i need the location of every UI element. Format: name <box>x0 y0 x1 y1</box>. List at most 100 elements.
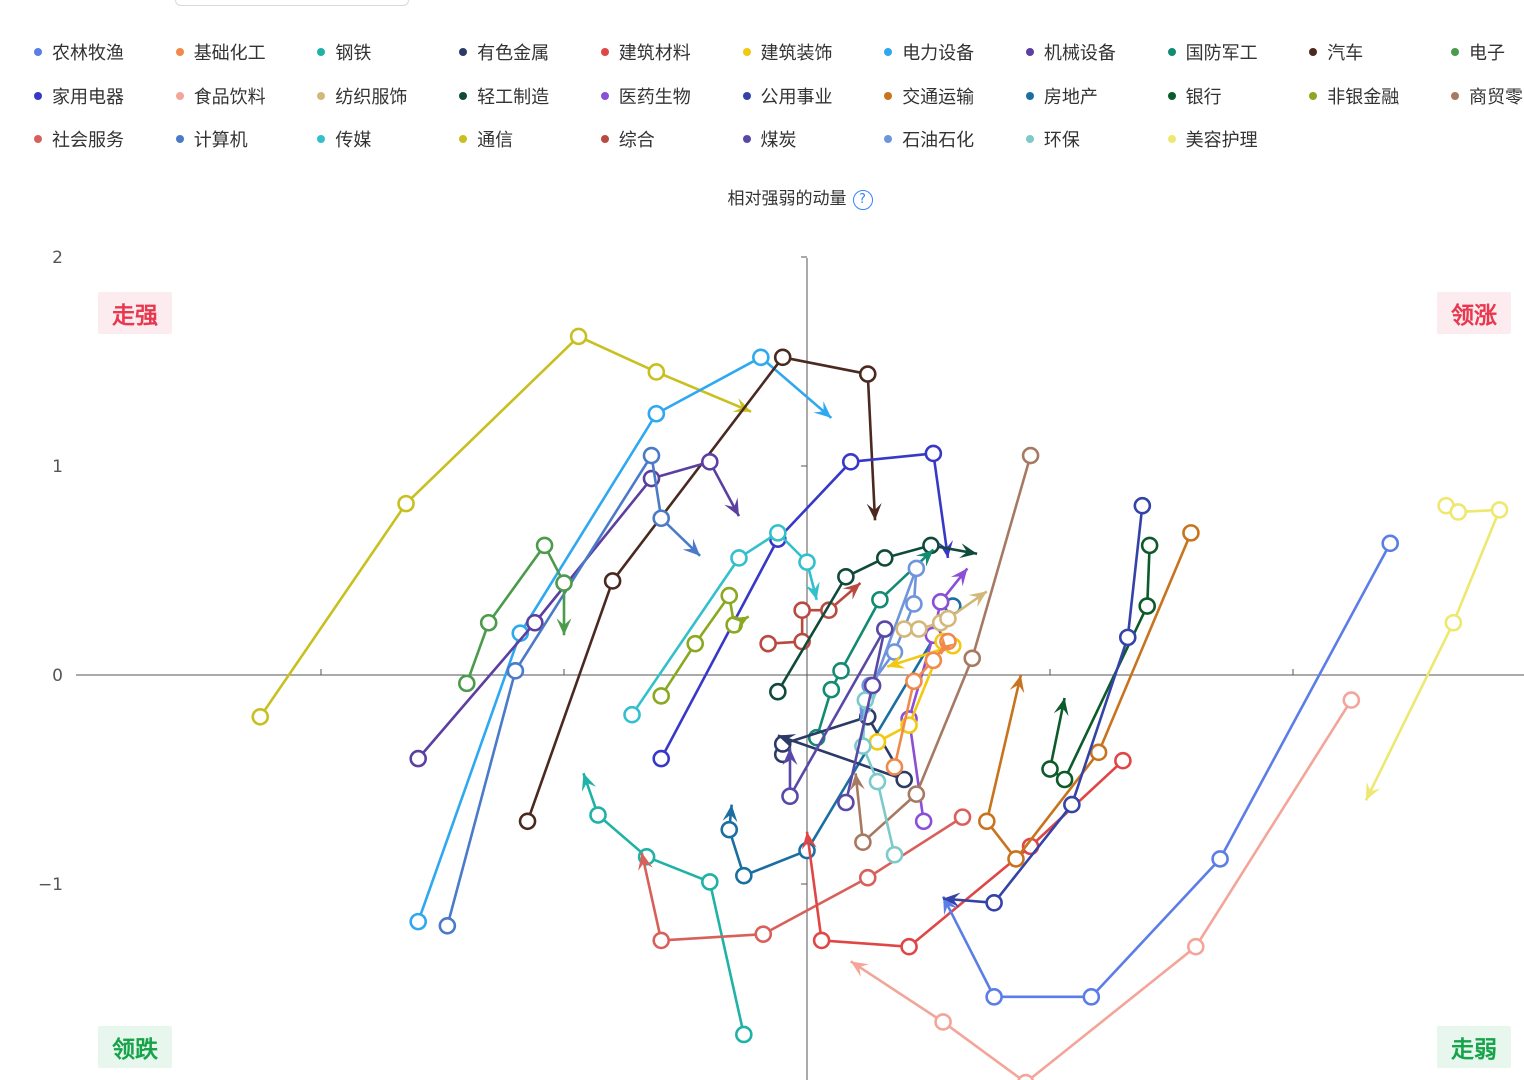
legend-item[interactable]: 传媒 <box>317 127 371 151</box>
legend-item[interactable]: 农林牧渔 <box>34 40 124 64</box>
series-point <box>963 649 982 668</box>
series-point <box>457 674 476 693</box>
series-line <box>259 335 752 718</box>
legend-item[interactable]: 计算机 <box>175 127 248 151</box>
series-arrow-head <box>1009 675 1025 694</box>
series-point <box>953 808 972 826</box>
series-arrow-head <box>850 961 870 977</box>
series-point <box>769 524 787 542</box>
series-point <box>397 494 415 513</box>
series-line <box>942 505 1144 905</box>
series-arrow-head <box>950 568 968 587</box>
series-point <box>934 1013 952 1031</box>
legend-item[interactable]: 房地产 <box>1025 84 1098 108</box>
series-point <box>700 453 719 471</box>
legend-dot-icon <box>34 48 42 56</box>
legend-dot-icon <box>317 91 326 100</box>
legend-item[interactable]: 纺织服饰 <box>317 84 407 108</box>
legend-item[interactable]: 建筑材料 <box>600 40 691 64</box>
series-point <box>1490 501 1509 519</box>
series-point <box>518 812 537 831</box>
chart-title: 相对强弱的动量 <box>727 189 847 209</box>
legend-label: 煤炭 <box>760 130 797 151</box>
legend-item[interactable]: 电子 <box>1451 40 1505 64</box>
legend-item[interactable]: 石油石化 <box>884 127 974 151</box>
series-point <box>555 574 573 592</box>
series-point <box>1118 628 1137 647</box>
legend-label: 社会服务 <box>52 130 124 151</box>
legend-item[interactable]: 国防军工 <box>1167 40 1258 64</box>
legend-dot-icon <box>317 135 326 143</box>
legend-label: 医药生物 <box>618 86 691 108</box>
series-point <box>793 601 811 620</box>
legend-dot-icon <box>1309 91 1318 100</box>
series-arrow-head <box>849 773 865 791</box>
series-line <box>660 594 750 697</box>
legend-item[interactable]: 机械设备 <box>1025 40 1116 64</box>
legend-item[interactable]: 食品饮料 <box>175 84 266 108</box>
legend-label: 通信 <box>477 130 514 151</box>
series-point <box>798 841 816 860</box>
series-point <box>1211 850 1229 868</box>
legend-item[interactable]: 家用电器 <box>34 84 124 108</box>
legend-item[interactable]: 环保 <box>1025 127 1080 151</box>
series-point <box>735 866 753 885</box>
series-line <box>985 532 1193 861</box>
legend-label: 有色金属 <box>477 43 550 64</box>
legend-item[interactable]: 电力设备 <box>884 40 974 64</box>
legend-label: 银行 <box>1185 86 1222 108</box>
series-arrow-head <box>801 831 817 850</box>
legend-item[interactable]: 银行 <box>1167 84 1222 108</box>
legend-item[interactable]: 建筑装饰 <box>742 40 833 64</box>
legend-dot-icon <box>1451 91 1459 100</box>
series-point <box>409 912 428 931</box>
quadrant-label-top-right: 领涨 <box>1437 292 1511 334</box>
legend-item[interactable]: 基础化工 <box>175 40 266 64</box>
series-arrow-head <box>887 654 906 669</box>
legend-item[interactable]: 有色金属 <box>459 40 549 64</box>
legend-item[interactable]: 交通运输 <box>884 84 974 108</box>
legend-dot-icon <box>459 91 468 100</box>
series-point <box>1041 760 1059 778</box>
legend-item[interactable]: 医药生物 <box>600 84 691 108</box>
legend-item[interactable]: 社会服务 <box>34 127 124 151</box>
question-circle-icon[interactable]: ? <box>852 190 873 210</box>
series-arrow-head <box>777 734 797 749</box>
legend-item[interactable]: 公用事业 <box>742 84 833 108</box>
legend-item[interactable]: 综合 <box>600 127 655 151</box>
legend-item[interactable]: 商贸零 <box>1451 84 1523 108</box>
legend-item[interactable]: 通信 <box>459 127 513 151</box>
series-point <box>438 916 457 935</box>
series-point <box>895 620 914 638</box>
y-tick-label: −1 <box>38 875 63 895</box>
legend-dot-icon <box>34 91 42 100</box>
series-point <box>700 873 719 891</box>
legend-label: 公用事业 <box>760 86 833 108</box>
legend-item[interactable]: 汽车 <box>1309 40 1363 64</box>
series-point <box>535 536 554 555</box>
series-point <box>868 733 887 751</box>
legend-item[interactable]: 钢铁 <box>317 40 371 64</box>
series-point <box>623 705 641 724</box>
legend-label: 建筑材料 <box>618 43 691 64</box>
legend-item[interactable]: 煤炭 <box>742 127 797 151</box>
series-point <box>875 620 894 638</box>
legend-item[interactable]: 轻工制造 <box>459 84 549 108</box>
legend-label: 建筑装饰 <box>760 43 833 64</box>
series-point <box>871 590 889 609</box>
chart-title-row: 相对强弱的动量? <box>0 184 1524 210</box>
y-tick-label: 2 <box>52 248 63 268</box>
series-point <box>589 806 607 824</box>
legend-label: 食品饮料 <box>193 86 266 108</box>
legend-item[interactable]: 非银金融 <box>1309 84 1399 108</box>
series-point <box>1089 743 1108 762</box>
series-point <box>909 620 928 638</box>
series-point <box>978 812 996 831</box>
legend-dot-icon <box>600 48 609 56</box>
series-arrow-head <box>866 502 882 521</box>
legend-dot-icon <box>317 48 326 56</box>
legend-item[interactable]: 美容护理 <box>1167 127 1258 151</box>
legend-dot-icon <box>1025 135 1034 143</box>
series-point <box>885 643 904 661</box>
